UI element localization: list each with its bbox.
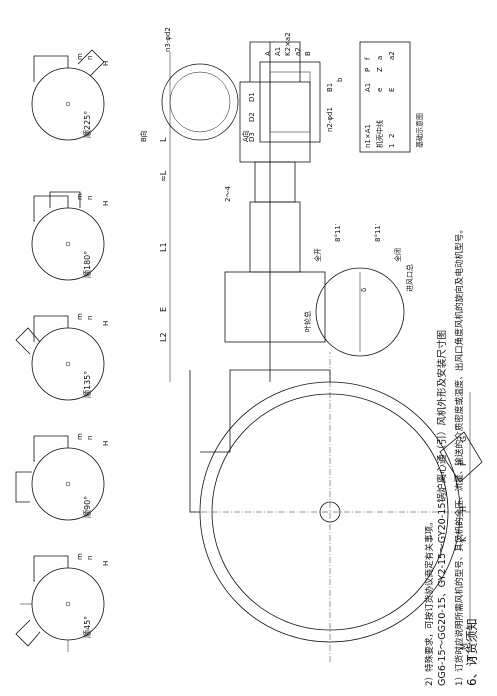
svg-text:δ: δ bbox=[360, 288, 368, 292]
main-housing-view: M K H F G A bbox=[189, 352, 483, 662]
section-title: 6、订货须知 bbox=[464, 618, 479, 686]
svg-text:f: f bbox=[364, 57, 372, 60]
svg-text:8°11′: 8°11′ bbox=[374, 223, 382, 242]
svg-text:m: m bbox=[76, 313, 84, 320]
svg-text:m: m bbox=[76, 53, 84, 60]
svg-text:L: L bbox=[159, 137, 168, 142]
svg-text:L1: L1 bbox=[159, 242, 168, 252]
svg-text:a2: a2 bbox=[294, 47, 302, 56]
svg-text:Z: Z bbox=[376, 67, 384, 72]
inlet-flange-detail: A向 n2-φd1 A A1 K2×a2 a2 B B1 b bbox=[241, 32, 344, 143]
svg-text:H: H bbox=[102, 321, 110, 326]
caption: GG6-15～GG20-15、GY2-15～GY20-15锅炉离心通（引）风机外… bbox=[436, 330, 448, 686]
svg-text:A: A bbox=[264, 51, 272, 56]
svg-text:b: b bbox=[336, 77, 344, 82]
flange-detail: B向 n3-φd2 D3 D2 D1 bbox=[139, 27, 256, 142]
svg-text:n: n bbox=[86, 436, 94, 440]
base-detail: 基础示意图 n1×A1 机壳中线 A1 e P Z f a a2 E 1 2 bbox=[359, 41, 424, 153]
svg-text:K: K bbox=[459, 536, 468, 542]
motor-elevation-view: L2 E L1 ≈L L 2～4 bbox=[159, 41, 326, 382]
svg-text:H: H bbox=[102, 201, 110, 206]
svg-text:B向: B向 bbox=[139, 130, 148, 142]
angle-label: 顺45° bbox=[83, 616, 92, 638]
svg-text:叶轮总: 叶轮总 bbox=[303, 311, 312, 332]
svg-text:H: H bbox=[102, 61, 110, 66]
svg-text:e: e bbox=[376, 88, 384, 92]
svg-text:全开: 全开 bbox=[313, 248, 322, 262]
angle-label: 顺225° bbox=[83, 111, 92, 138]
svg-text:n: n bbox=[86, 56, 94, 60]
svg-text:≈L: ≈L bbox=[159, 170, 168, 182]
svg-text:H: H bbox=[102, 441, 110, 446]
angle-sketch-135: 顺135° H m n bbox=[15, 313, 110, 401]
svg-text:E: E bbox=[159, 307, 168, 312]
svg-text:B1: B1 bbox=[326, 83, 334, 92]
svg-text:n2-φd1: n2-φd1 bbox=[326, 107, 334, 132]
svg-text:H: H bbox=[102, 561, 110, 566]
svg-text:8°11′: 8°11′ bbox=[334, 223, 342, 242]
svg-text:m: m bbox=[76, 193, 84, 200]
svg-text:全闭: 全闭 bbox=[393, 248, 402, 262]
svg-text:A1: A1 bbox=[364, 83, 372, 92]
svg-text:E: E bbox=[388, 88, 396, 92]
svg-text:D1: D1 bbox=[248, 92, 256, 102]
svg-text:F: F bbox=[459, 461, 468, 466]
note-2: 2）特殊要求，可按订货协议商定有关事项。 bbox=[423, 517, 435, 686]
svg-text:n: n bbox=[86, 556, 94, 560]
svg-text:2～4: 2～4 bbox=[224, 186, 232, 202]
svg-text:m: m bbox=[76, 433, 84, 440]
svg-text:G: G bbox=[459, 436, 468, 442]
svg-text:2: 2 bbox=[388, 134, 396, 138]
svg-text:D3: D3 bbox=[248, 132, 256, 142]
angle-label: 顺135° bbox=[83, 371, 92, 398]
svg-text:H: H bbox=[459, 506, 468, 512]
svg-text:A向: A向 bbox=[241, 130, 250, 142]
svg-text:L2: L2 bbox=[159, 332, 168, 342]
svg-text:m: m bbox=[76, 553, 84, 560]
svg-text:n3-φd2: n3-φd2 bbox=[164, 27, 172, 52]
svg-text:A1: A1 bbox=[274, 47, 282, 56]
a-direction-label: A bbox=[467, 656, 476, 662]
angle-sketch-225: 顺225° H m n bbox=[31, 49, 110, 141]
svg-text:B: B bbox=[304, 51, 312, 56]
svg-text:n: n bbox=[86, 316, 94, 320]
svg-text:n1×A1: n1×A1 bbox=[364, 124, 372, 148]
svg-text:n: n bbox=[86, 196, 94, 200]
note-1: 1）订货时应说明所需风机的型号、其风机的全压、流量、输送的介质密度或温度、出风口… bbox=[453, 225, 465, 686]
angle-label: 顺90° bbox=[83, 496, 92, 518]
svg-text:机壳中线: 机壳中线 bbox=[375, 120, 384, 148]
angle-sketch-180: 顺180° H m n bbox=[31, 191, 110, 281]
svg-text:进风口总: 进风口总 bbox=[405, 264, 414, 292]
svg-text:基础示意图: 基础示意图 bbox=[415, 113, 424, 148]
svg-text:D2: D2 bbox=[248, 112, 256, 122]
svg-text:1: 1 bbox=[388, 144, 396, 148]
svg-text:M: M bbox=[459, 643, 468, 650]
angle-sketch-45: 顺45° H m n bbox=[15, 553, 110, 652]
angle-label: 顺180° bbox=[83, 251, 92, 278]
svg-text:a2: a2 bbox=[388, 51, 396, 60]
svg-text:a: a bbox=[376, 56, 384, 60]
angle-sketch-90: 顺90° H m n bbox=[15, 433, 110, 521]
svg-text:P: P bbox=[364, 68, 372, 72]
vane-detail: 叶轮总 进风口总 δ 全开 全闭 8°11′ 8°11′ bbox=[303, 223, 414, 357]
svg-text:K2×a2: K2×a2 bbox=[284, 32, 292, 56]
